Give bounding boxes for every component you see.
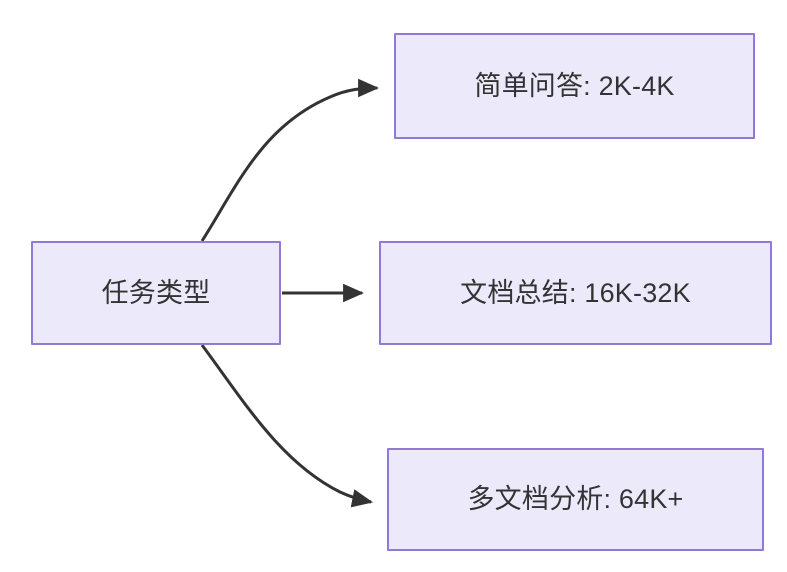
node-task-type[interactable]: 任务类型 xyxy=(31,241,281,345)
node-doc-summary[interactable]: 文档总结: 16K-32K xyxy=(379,241,772,345)
edge-root-to-simple-qa xyxy=(200,78,380,242)
node-simple-qa-label: 简单问答: 2K-4K xyxy=(474,70,675,101)
node-multi-doc-analysis-label: 多文档分析: 64K+ xyxy=(467,484,684,515)
node-multi-doc-analysis[interactable]: 多文档分析: 64K+ xyxy=(387,448,764,551)
edge-root-to-multi-doc xyxy=(200,344,374,508)
node-task-type-label: 任务类型 xyxy=(101,277,211,308)
node-simple-qa[interactable]: 简单问答: 2K-4K xyxy=(394,33,755,139)
node-doc-summary-label: 文档总结: 16K-32K xyxy=(460,277,691,308)
